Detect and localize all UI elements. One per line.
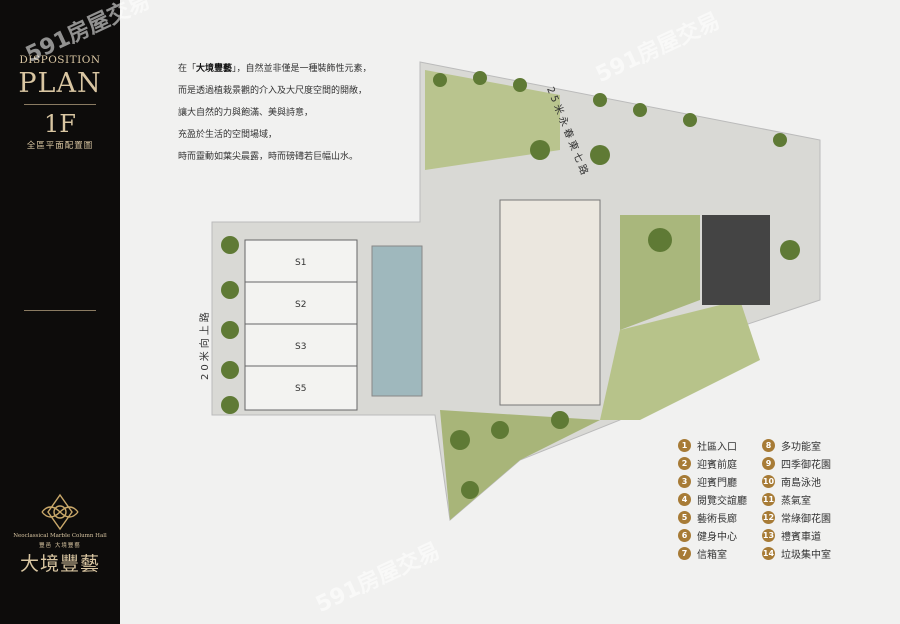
title-panel: DISPOSITION PLAN 1F 全區平面配置圖 Neoclassical… — [0, 0, 120, 624]
legend-label: 禮賓車道 — [781, 532, 821, 544]
lobby-building — [499, 199, 601, 406]
unit-label: S2 — [295, 300, 306, 310]
floor-label: 1F — [44, 110, 76, 138]
plan-title: PLAN — [18, 68, 102, 99]
legend-item: 7 信箱室 — [678, 547, 762, 562]
plan-eyebrow: DISPOSITION — [19, 54, 101, 66]
legend-item: 13 禮賓車道 — [762, 528, 862, 543]
legend-item: 12 常綠御花園 — [762, 510, 862, 525]
brand-chinese-full: 豐邑 大境豐藝 — [39, 543, 81, 549]
legend-label: 藝術長廊 — [697, 514, 737, 526]
unit-label: S3 — [295, 342, 306, 352]
legend-item: 8 多功能室 — [762, 438, 862, 453]
legend-label: 常綠御花園 — [781, 514, 831, 526]
units-block — [244, 239, 358, 411]
legend-item: 4 閱覽交誼廳 — [678, 492, 762, 507]
intro-line: 時而靈動如葉尖晨露，時而磅礡若巨幅山水。 — [178, 152, 359, 162]
legend-label: 垃圾集中室 — [781, 550, 831, 562]
intro-project-name: 大境豐藝 — [196, 64, 233, 74]
number-badge: 5 — [678, 511, 691, 525]
number-badge: 10 — [762, 474, 775, 488]
unit-label: S5 — [295, 384, 306, 394]
legend-item: 2 迎賓前庭 — [678, 456, 762, 471]
legend-label: 蒸氣室 — [781, 496, 811, 508]
unit-label: S1 — [295, 258, 306, 268]
intro-post: 」，自然並非僅是一種裝飾性元素， — [232, 64, 372, 74]
brand-emblem-icon — [41, 493, 79, 531]
number-badge: 1 — [678, 438, 691, 452]
number-badge: 11 — [762, 493, 775, 507]
garden-southeast — [600, 300, 760, 420]
legend-item: 9 四季御花園 — [762, 456, 862, 471]
legend-label: 多功能室 — [781, 441, 821, 453]
number-badge: 6 — [678, 529, 691, 543]
number-badge: 2 — [678, 456, 691, 470]
legend-label: 社區入口 — [697, 441, 737, 453]
number-badge: 13 — [762, 529, 775, 543]
garden-north — [425, 70, 560, 170]
legend-item: 5 藝術長廊 — [678, 510, 762, 525]
garage — [702, 215, 770, 305]
legend-item: 10 南島泳池 — [762, 474, 862, 489]
number-badge: 7 — [678, 547, 691, 561]
legend-label: 健身中心 — [697, 532, 737, 544]
number-badge: 14 — [762, 547, 775, 561]
legend-item: 1 社區入口 — [678, 438, 762, 453]
number-badge: 4 — [678, 493, 691, 507]
legend-label: 信箱室 — [697, 550, 727, 562]
brand-name: 大境豐藝 — [19, 553, 100, 575]
legend-item: 14 垃圾集中室 — [762, 547, 862, 562]
divider — [24, 310, 96, 311]
intro-pre: 在「 — [178, 64, 197, 74]
intro-line: 讓大自然的力與飽滿、美與詩意， — [178, 108, 314, 118]
legend-label: 閱覽交誼廳 — [697, 496, 747, 508]
number-badge: 9 — [762, 456, 775, 470]
number-badge: 3 — [678, 474, 691, 488]
legend-item: 11 蒸氣室 — [762, 492, 862, 507]
garden-south — [440, 410, 600, 520]
legend-label: 迎賓前庭 — [697, 459, 737, 471]
site-plan: S1 S2 S3 S5 — [211, 61, 821, 521]
intro-line: 充盈於生活的空間場域， — [178, 130, 278, 140]
road-label-west: 20米向上路 — [200, 309, 211, 380]
number-badge: 8 — [762, 438, 775, 452]
intro-text: 在「大境豐藝」，自然並非僅是一種裝飾性元素， 而是透過植栽景觀的介入及大尺度空間… — [178, 58, 372, 168]
legend-label: 四季御花園 — [781, 459, 831, 471]
legend-label: 南島泳池 — [781, 477, 821, 489]
pool — [371, 245, 423, 397]
intro-line: 而是透過植栽景觀的介入及大尺度空間的開敞， — [178, 86, 368, 96]
brand-english: Neoclassical Marble Column Hall — [13, 533, 107, 539]
garden-east — [620, 215, 700, 330]
legend-item: 3 迎賓門廳 — [678, 474, 762, 489]
number-badge: 12 — [762, 511, 775, 525]
legend-label: 迎賓門廳 — [697, 477, 737, 489]
plan-subtitle: 全區平面配置圖 — [26, 141, 94, 151]
divider — [24, 104, 96, 105]
legend-item: 6 健身中心 — [678, 528, 762, 543]
